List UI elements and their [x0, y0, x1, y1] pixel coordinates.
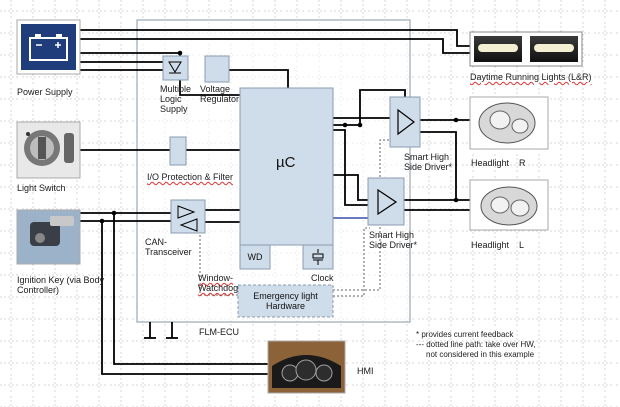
clock-label: Clock — [311, 273, 334, 283]
microcontroller-block — [239, 87, 334, 246]
headlight-l-image — [469, 179, 549, 231]
microcontroller-label: µC — [276, 154, 296, 171]
driver-r-block — [389, 96, 421, 148]
can-transceiver-label: CAN-Transceiver — [145, 237, 192, 257]
diode-icon — [168, 61, 182, 73]
hmi-label: HMI — [357, 366, 374, 376]
note-not-considered: not considered in this example — [426, 350, 535, 359]
crystal-icon — [312, 249, 324, 265]
emergency-light-label: Emergency light Hardware — [253, 291, 318, 311]
driver-l-triangle-icon — [377, 188, 398, 216]
driver-r-label: Smart High Side Driver* — [404, 152, 453, 172]
wiring — [80, 29, 470, 375]
voltage-regulator-block — [204, 55, 230, 83]
drl-label: Daytime Running Lights (L&R) — [470, 72, 592, 82]
driver-r-triangle-icon — [397, 108, 415, 136]
emergency-light-block — [237, 284, 334, 318]
battery-icon — [16, 19, 81, 75]
wd-box-label: WD — [247, 252, 263, 262]
clock-block — [302, 244, 334, 270]
ecu-label: FLM-ECU — [199, 327, 239, 337]
io-protection-label: I/O Protection & Filter — [147, 172, 234, 182]
junction-dots — [99, 50, 459, 224]
driver-l-label: Smart High Side Driver* — [369, 230, 418, 250]
can-tx-triangle-icon — [177, 205, 196, 219]
headlight-r-label: Headlight R — [471, 158, 526, 168]
power-supply-label: Power Supply — [17, 87, 73, 97]
note-dotted-path: --- dotted line path: take over HW, — [416, 340, 536, 349]
io-protection-block — [169, 136, 187, 166]
driver-l-block — [367, 177, 405, 226]
logic-supply-block — [162, 55, 189, 81]
drl-image — [469, 31, 583, 67]
hmi-dashboard-image — [267, 340, 346, 394]
headlight-r-image — [469, 96, 549, 150]
ignition-key-image — [16, 209, 81, 265]
logic-supply-label: Multiple Logic Supply — [160, 84, 192, 114]
window-watchdog-label: Window-Watchdog — [198, 273, 239, 293]
note-current-feedback: * provides current feedback — [416, 330, 514, 339]
voltage-regulator-label: Voltage Regulator — [200, 84, 240, 104]
can-rx-triangle-icon — [179, 218, 198, 232]
ignition-key-label: Ignition Key (via Body Controller) — [17, 275, 105, 295]
watchdog-block — [239, 244, 271, 270]
light-switch-label: Light Switch — [17, 183, 66, 193]
light-switch-image — [16, 121, 81, 179]
headlight-l-label: Headlight L — [471, 240, 525, 250]
